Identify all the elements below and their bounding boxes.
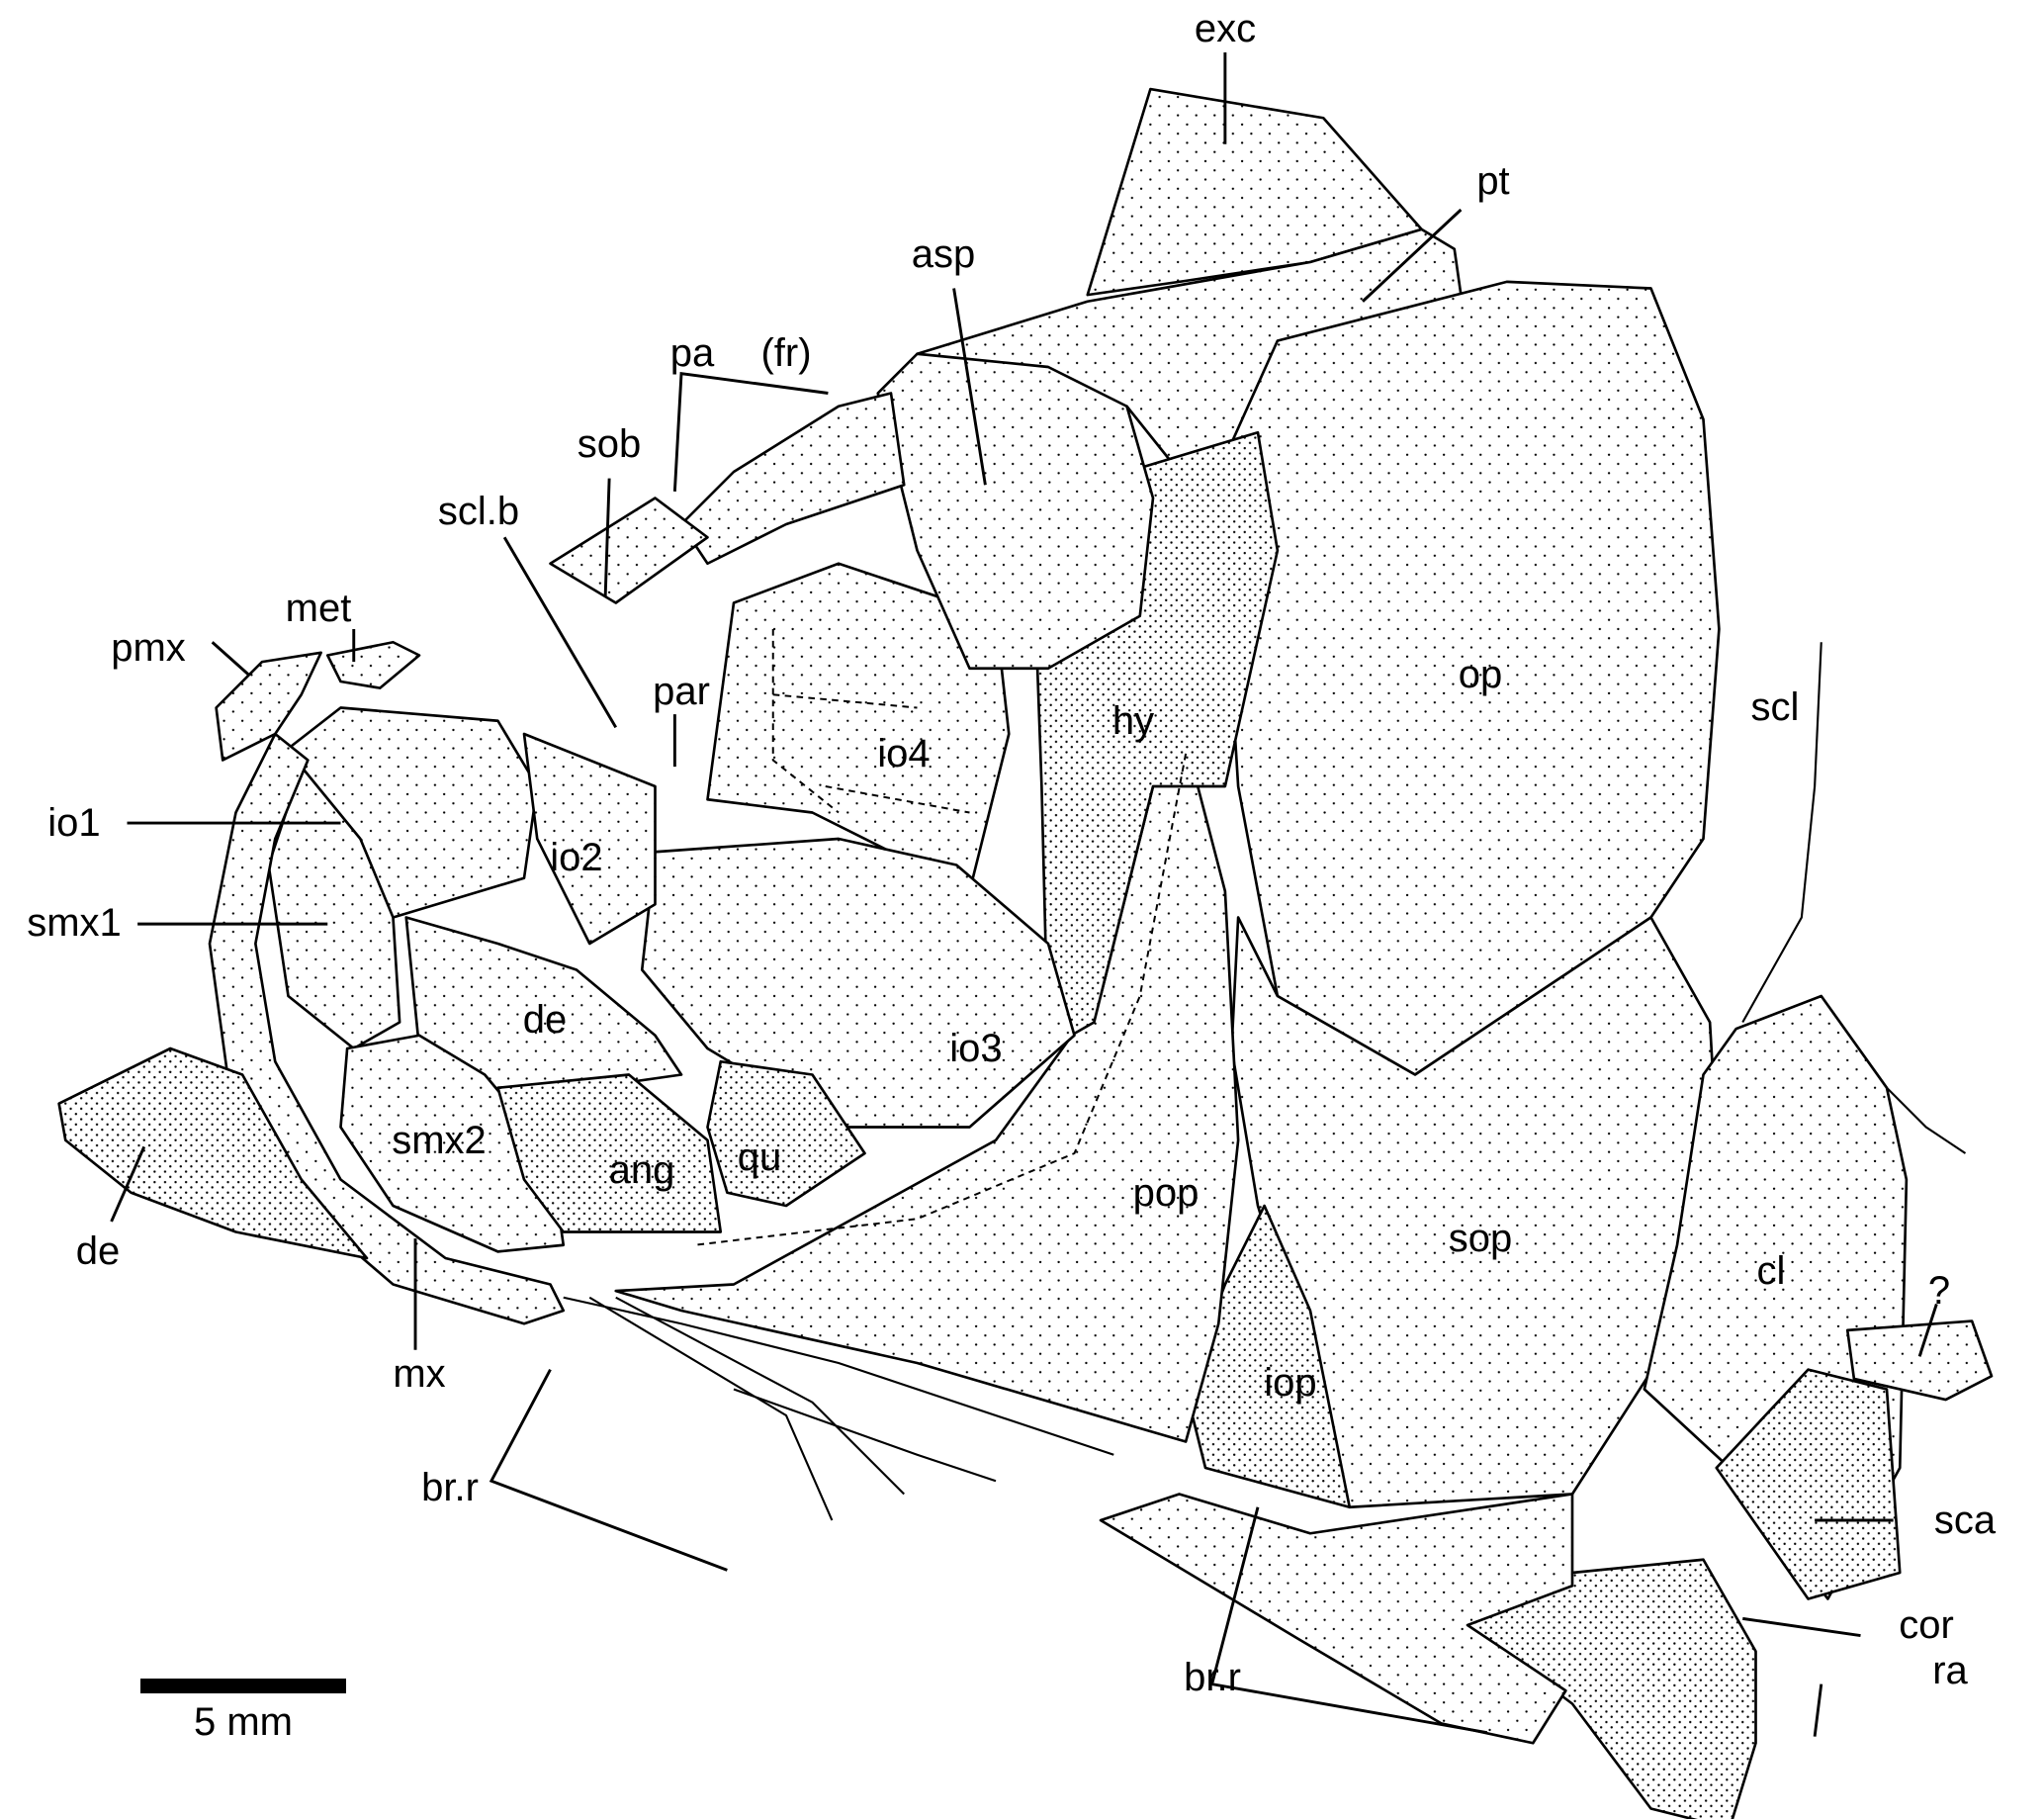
label-sop: sop (1449, 1217, 1513, 1260)
br-r-ray (615, 1296, 905, 1496)
bone-qu (706, 1059, 866, 1208)
label-de: de (523, 998, 568, 1042)
scl-outline (1741, 642, 1822, 1024)
bone-drawing (57, 52, 1994, 1819)
bone-sob (549, 497, 709, 604)
br-r-ray (563, 1296, 1114, 1456)
bone-io4 (706, 562, 1011, 893)
label-io4: io4 (877, 732, 930, 775)
bone-iop (1184, 1204, 1352, 1509)
label-par: par (653, 670, 710, 713)
label-ang: ang (609, 1148, 675, 1192)
label-scl: scl (1751, 685, 1800, 729)
label-mx: mx (393, 1352, 445, 1396)
bone-pa (679, 392, 906, 566)
br-r-ray (588, 1296, 834, 1521)
bone-cor (1466, 1558, 1757, 1819)
label-ra: ra (1932, 1649, 1968, 1692)
label-br-r-upper: br.r (421, 1466, 479, 1509)
leader-lines (110, 52, 1938, 1737)
label-unknown: ? (1928, 1269, 1950, 1313)
bone-br-r-lower (1099, 1493, 1574, 1745)
bone-smx2 (339, 1034, 566, 1253)
br-r-ray (733, 1388, 997, 1483)
label-op: op (1459, 653, 1503, 696)
label-iop: iop (1264, 1361, 1316, 1405)
io4-sutures (771, 629, 970, 814)
label-hy: hy (1112, 699, 1154, 743)
bone-pmx (215, 651, 322, 762)
bone-io3 (640, 837, 1076, 1129)
label-de-left: de (76, 1229, 121, 1273)
bone-asp (876, 352, 1155, 671)
label-br-r-lower: br.r (1184, 1656, 1241, 1699)
label-pa: pa (670, 331, 715, 375)
label-cl: cl (1757, 1249, 1786, 1293)
anatomical-labels: exc pt asp pa (fr) sob scl.b met pmx par… (27, 7, 1997, 1699)
label-smx2: smx2 (392, 1119, 487, 1162)
label-fr: (fr) (760, 331, 811, 375)
label-smx1: smx1 (27, 901, 122, 945)
bone-pop (614, 739, 1240, 1443)
label-sob: sob (578, 422, 642, 466)
label-io3: io3 (949, 1027, 1002, 1070)
label-io2: io2 (550, 836, 602, 879)
label-pop: pop (1133, 1171, 1200, 1215)
label-met: met (286, 587, 352, 630)
label-qu: qu (738, 1136, 782, 1179)
label-io1: io1 (47, 801, 100, 845)
label-asp: asp (912, 232, 976, 276)
bone-unknown (1845, 1319, 1994, 1402)
scale-bar-label: 5 mm (194, 1700, 293, 1744)
bone-sca (1715, 1368, 1902, 1600)
label-cor: cor (1899, 1603, 1954, 1647)
label-pt: pt (1476, 159, 1509, 203)
scale-bar (140, 1679, 346, 1693)
bone-met (325, 640, 421, 689)
bone-de-left (57, 1046, 369, 1260)
pop-canal (694, 753, 1188, 1246)
scl-outline (1886, 1087, 1967, 1154)
bone-io2 (522, 732, 657, 946)
label-exc: exc (1195, 7, 1256, 50)
label-scl-b: scl.b (438, 490, 519, 533)
bone-ang (496, 1073, 723, 1233)
label-sca: sca (1934, 1499, 1997, 1542)
bone-smx1 (267, 765, 401, 1050)
label-pmx: pmx (111, 626, 186, 670)
